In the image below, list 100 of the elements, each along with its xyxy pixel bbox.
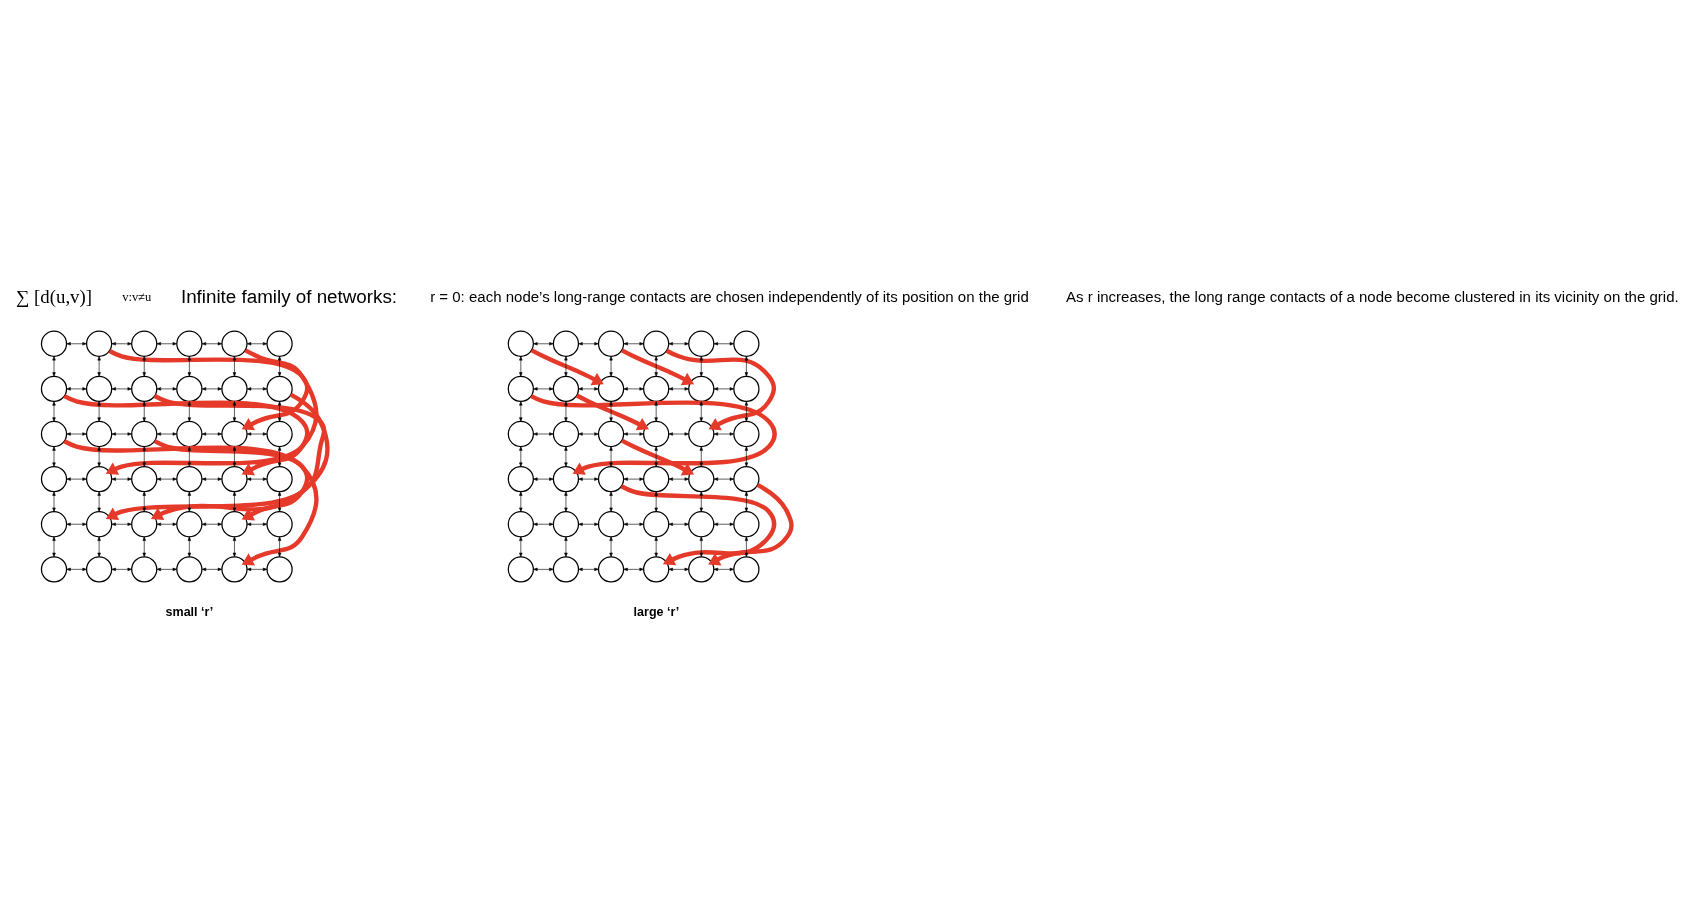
arrow: [713, 386, 735, 391]
arrow: [246, 522, 268, 526]
arrow: [97, 400, 101, 422]
node-circle: [688, 375, 715, 402]
arrow: [66, 431, 87, 436]
arrow: [519, 355, 523, 377]
arrow: [232, 536, 237, 557]
node-circle: [688, 510, 715, 537]
arrow: [609, 536, 613, 557]
arrow: [564, 400, 568, 422]
label: small ‘r’: [165, 604, 214, 619]
node-circle: [688, 330, 715, 357]
node-circle: [733, 510, 760, 537]
node-circle: [266, 375, 293, 402]
arrow: [156, 522, 177, 526]
arrow: [620, 483, 777, 565]
arrow: [97, 490, 101, 512]
arrow: [564, 536, 568, 557]
arrow: [623, 341, 644, 345]
arrow: [246, 567, 268, 571]
node-circle: [131, 555, 158, 582]
node-circle: [176, 555, 203, 582]
arrow: [201, 341, 223, 345]
arrow: [156, 567, 177, 571]
node-circle: [597, 375, 625, 402]
node-circle: [597, 555, 625, 582]
node-circle: [733, 375, 760, 402]
arrow: [156, 386, 177, 391]
arrow: [713, 477, 735, 481]
arrow: [66, 477, 87, 481]
arrow: [623, 386, 644, 391]
node-circle: [552, 465, 580, 492]
arrow: [623, 477, 644, 481]
arrow: [52, 355, 56, 377]
node-circle: [507, 330, 534, 357]
arrow: [654, 445, 658, 467]
arrow: [623, 567, 644, 571]
node-circle: [733, 420, 760, 447]
node-circle: [643, 330, 670, 357]
arrow: [232, 355, 237, 377]
node-circle: [85, 330, 113, 357]
arrow: [142, 536, 146, 557]
arrow: [156, 477, 177, 481]
node-circle: [266, 555, 293, 582]
node-circle: [85, 555, 113, 582]
label: large ‘r’: [633, 604, 680, 619]
arrow: [713, 431, 735, 436]
arrow: [142, 355, 146, 377]
arrow: [578, 341, 599, 345]
arrow: [668, 477, 689, 481]
arrow: [578, 477, 599, 481]
node-circle: [552, 510, 580, 537]
arrow: [519, 400, 523, 422]
node-circle: [507, 555, 534, 582]
arrow: [699, 490, 703, 512]
node-circle: [266, 465, 293, 492]
node-circle: [221, 375, 248, 402]
arrow: [530, 347, 604, 385]
arrow: [713, 341, 735, 345]
node-circle: [643, 465, 670, 492]
arrow: [277, 400, 282, 422]
node-circle: [597, 330, 625, 357]
arrow: [97, 536, 101, 557]
arrow: [277, 490, 282, 512]
arrow: [111, 431, 132, 436]
node-circle: [40, 330, 68, 357]
node-circle: [643, 510, 670, 537]
arrow: [744, 536, 749, 557]
arrow: [564, 490, 568, 512]
arrow: [564, 355, 568, 377]
label: Infinite family of networks:: [180, 285, 398, 307]
arrow: [97, 355, 101, 377]
arrow: [105, 347, 319, 475]
arrow: [63, 393, 310, 475]
arrow: [246, 386, 268, 391]
arrow: [530, 393, 777, 475]
node-circle: [733, 555, 760, 582]
node-circle: [266, 510, 293, 537]
node-circle: [733, 465, 760, 492]
node-circle: [688, 465, 715, 492]
label: ∑ [d(u,v)]: [16, 285, 92, 307]
arrow: [744, 400, 749, 422]
arrow: [277, 536, 282, 557]
node-circle: [597, 420, 625, 447]
arrow: [156, 431, 177, 436]
arrow: [142, 490, 146, 512]
node-circle: [552, 420, 580, 447]
arrow: [668, 522, 689, 526]
arrow: [232, 490, 237, 512]
arrow: [533, 522, 554, 526]
node-circle: [40, 420, 68, 447]
arrow: [699, 536, 703, 557]
node-circle: [688, 555, 715, 582]
arrow: [142, 400, 146, 422]
arrow: [153, 438, 310, 520]
node-circle: [131, 330, 158, 357]
arrow: [578, 431, 599, 436]
node-circle: [85, 465, 113, 492]
arrow: [708, 482, 794, 565]
arrow: [533, 386, 554, 391]
